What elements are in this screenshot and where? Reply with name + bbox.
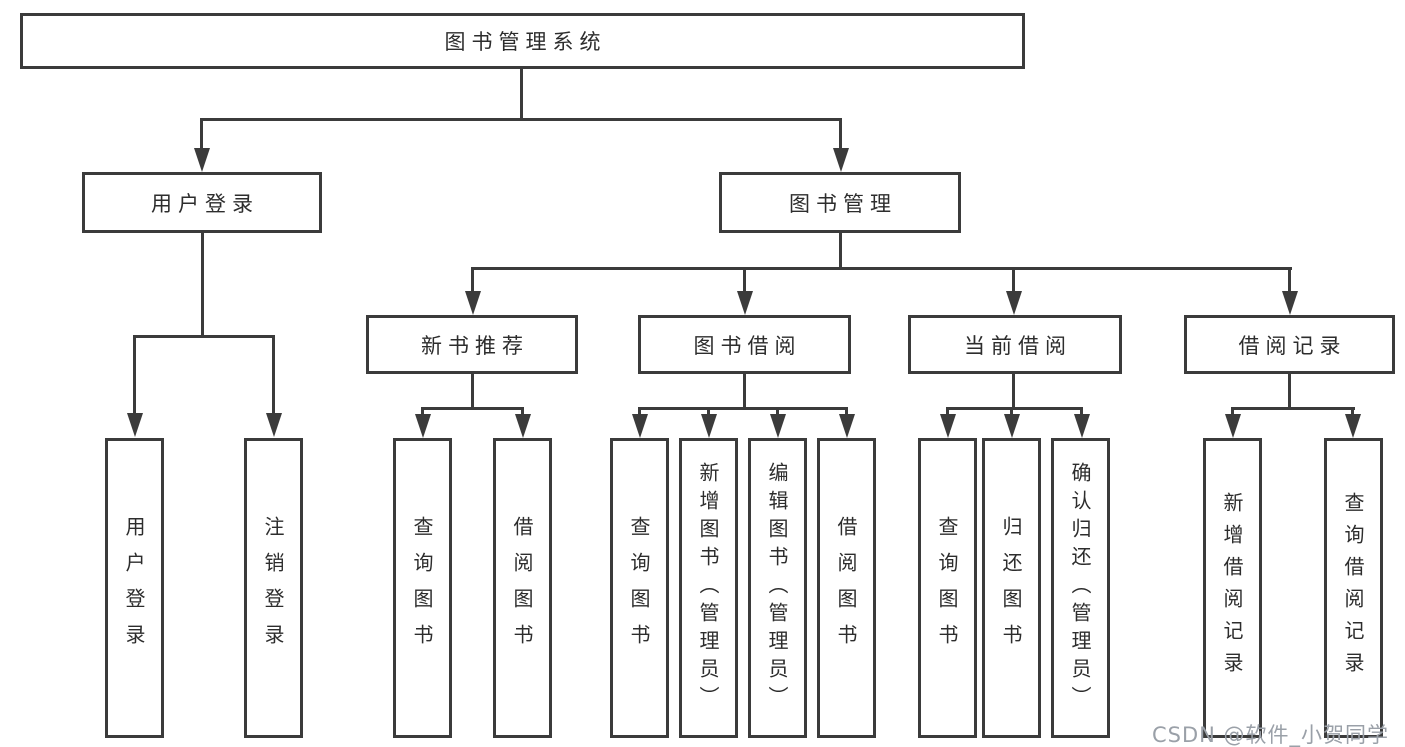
connector-line [946,407,1083,410]
arrowhead-down-icon [833,148,849,172]
connector-line [421,407,424,417]
connector-line [638,407,641,417]
node-book-management: 图书管理 [719,172,961,233]
connector-line [839,118,842,150]
leaf-query-books-recommend: 查询图书 [393,438,452,738]
connector-line [133,335,275,338]
leaf-label: 查询图书 [935,516,959,660]
leaf-user-login: 用户登录 [105,438,164,738]
arrowhead-down-icon [632,414,648,438]
leaf-label: 编辑图书（管理员） [765,462,789,714]
leaf-label: 归还图书 [999,516,1023,660]
connector-line [521,407,524,417]
connector-line [638,407,848,410]
arrowhead-down-icon [1006,291,1022,315]
leaf-label: 查询图书 [410,516,434,660]
connector-line [520,68,523,118]
arrowhead-down-icon [1004,414,1020,438]
leaf-label: 借阅图书 [834,516,858,660]
arrowhead-down-icon [127,413,143,437]
arrowhead-down-icon [515,414,531,438]
leaf-query-books-borrow: 查询图书 [610,438,669,738]
node-label: 用户登录 [151,191,259,216]
node-borrowing-records: 借阅记录 [1184,315,1395,374]
connector-line [201,233,204,335]
connector-line [1231,407,1355,410]
connector-line [421,407,524,410]
node-book-borrowing: 图书借阅 [638,315,851,374]
connector-line [1012,267,1015,293]
arrowhead-down-icon [465,291,481,315]
connector-line [200,118,842,121]
arrowhead-down-icon [701,414,717,438]
leaf-logout: 注销登录 [244,438,303,738]
arrowhead-down-icon [266,413,282,437]
arrowhead-down-icon [839,414,855,438]
connector-line [133,335,136,415]
leaf-label: 注销登录 [261,516,285,660]
connector-line [776,407,779,417]
connector-line [272,335,275,415]
leaf-query-books-current: 查询图书 [918,438,977,738]
connector-line [946,407,949,417]
node-library-management-system: 图书管理系统 [20,13,1025,69]
node-label: 当前借阅 [964,333,1072,358]
arrowhead-down-icon [1225,414,1241,438]
connector-line [743,374,746,407]
arrowhead-down-icon [770,414,786,438]
leaf-label: 查询图书 [627,516,651,660]
leaf-label: 借阅图书 [510,516,534,660]
arrowhead-down-icon [940,414,956,438]
leaf-confirm-return-admin: 确认归还（管理员） [1051,438,1110,738]
node-label: 图书管理 [789,191,897,216]
leaf-label: 新增图书（管理员） [696,462,720,714]
connector-line [1012,374,1015,407]
leaf-label: 新增借阅记录 [1220,492,1244,684]
connector-line [1288,374,1291,407]
leaf-borrow-books: 借阅图书 [817,438,876,738]
arrowhead-down-icon [415,414,431,438]
arrowhead-down-icon [1074,414,1090,438]
connector-line [1231,407,1234,417]
leaf-label: 用户登录 [122,516,146,660]
connector-line [1080,407,1083,417]
leaf-label: 查询借阅记录 [1341,492,1365,684]
connector-line [1010,407,1013,417]
node-label: 借阅记录 [1238,333,1347,358]
connector-line [845,407,848,417]
leaf-edit-book-admin: 编辑图书（管理员） [748,438,807,738]
node-label: 新书推荐 [421,333,529,358]
node-user-login: 用户登录 [82,172,322,233]
connector-line [471,267,474,293]
leaf-add-borrow-record: 新增借阅记录 [1203,438,1262,738]
connector-line [743,267,746,293]
connector-line [839,233,842,267]
arrowhead-down-icon [1345,414,1361,438]
csdn-watermark: CSDN @软件_小贺同学 [1152,723,1390,747]
leaf-add-book-admin: 新增图书（管理员） [679,438,738,738]
node-current-borrowing: 当前借阅 [908,315,1122,374]
connector-line [471,374,474,407]
arrowhead-down-icon [194,148,210,172]
node-label: 图书借阅 [693,333,802,358]
connector-line [707,407,710,417]
connector-line [471,267,1292,270]
arrowhead-down-icon [1282,291,1298,315]
connector-line [1288,267,1291,293]
connector-line [200,118,203,150]
node-label: 图书管理系统 [444,30,607,54]
node-new-book-recommend: 新书推荐 [366,315,578,374]
arrowhead-down-icon [737,291,753,315]
leaf-label: 确认归还（管理员） [1068,462,1092,714]
leaf-query-borrow-record: 查询借阅记录 [1324,438,1383,738]
connector-line [1351,407,1354,417]
leaf-borrow-books-recommend: 借阅图书 [493,438,552,738]
leaf-return-books: 归还图书 [982,438,1041,738]
